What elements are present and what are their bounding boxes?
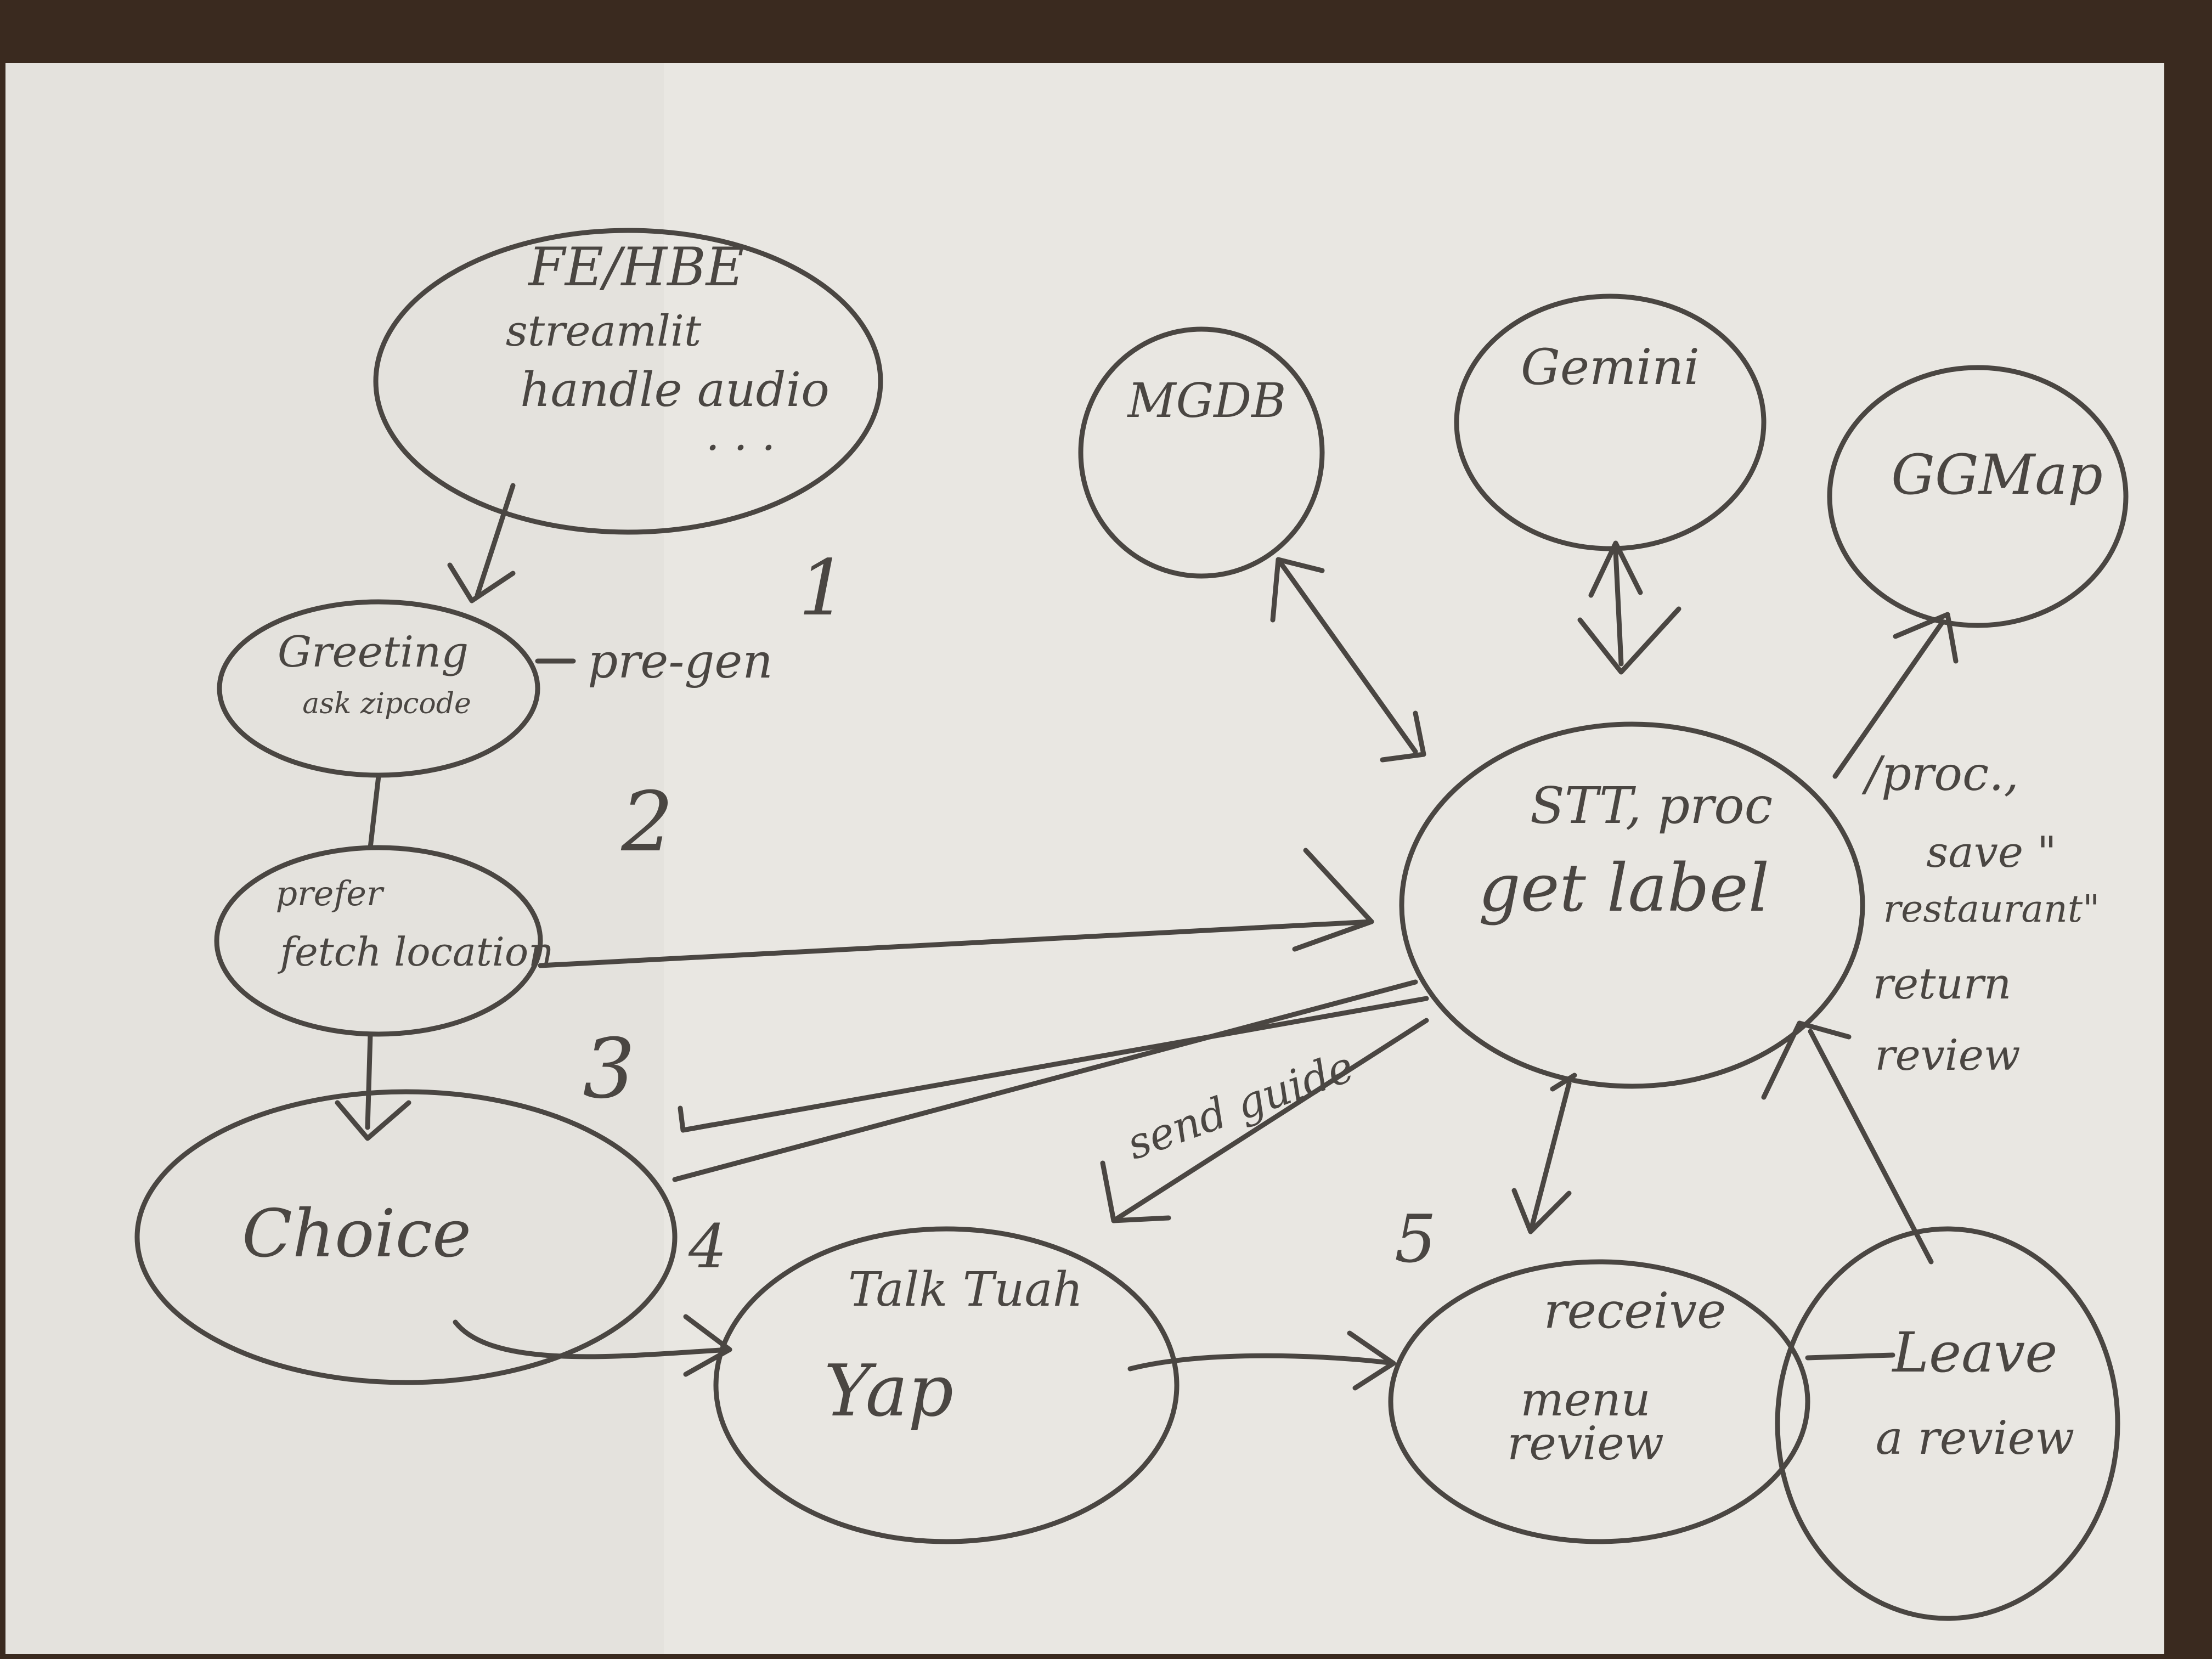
leave-label-line2: a review [1876, 1411, 2075, 1465]
step-number-4: 4 [688, 1211, 727, 1282]
fe-label-line4: . . . [706, 409, 775, 460]
fe-label-line2: streamlit [506, 307, 702, 356]
stt-label-line2: get label [1479, 850, 1769, 927]
receive-label-line3: review [1507, 1417, 1664, 1470]
choice-label: Choice [242, 1196, 471, 1272]
step-number-3: 3 [583, 1022, 635, 1117]
gemini-label: Gemini [1521, 338, 1700, 396]
step-number-2: 2 [620, 775, 673, 870]
mgdb-label: MGDB [1127, 374, 1286, 428]
greeting-label-line1: Greeting [278, 628, 469, 677]
step-number-1: 1 [798, 544, 847, 633]
stt-label-line1: STT, proc [1530, 776, 1773, 835]
fe-label-line1: FE/HBE [527, 236, 744, 298]
step-number-5: 5 [1395, 1201, 1436, 1278]
greeting-side-note: pre-gen [588, 634, 772, 689]
talk-label-line2: Yap [824, 1349, 953, 1432]
greeting-label-line2: ask zipcode [302, 687, 471, 720]
board-shading [5, 63, 664, 1654]
edge-receive-leave [1808, 1355, 1893, 1358]
ggmap-label: GGMap [1891, 443, 2103, 507]
right-note-line2: save " [1926, 828, 2056, 877]
prefer-label-line1: prefer [275, 873, 385, 913]
edge-prefer-choice [368, 1034, 370, 1127]
prefer-label-line2: fetch location [277, 929, 554, 975]
right-note-line1: /proc., [1861, 747, 2019, 802]
leave-label-line1: Leave [1892, 1321, 2058, 1385]
right-note-line4: return [1873, 960, 2012, 1009]
talk-label-line1: Talk Tuah [848, 1262, 1083, 1317]
right-note-line3: restaurant" [1883, 888, 2100, 931]
right-note-line5: review [1875, 1031, 2020, 1080]
fe-label-line3: handle audio [520, 363, 830, 417]
receive-label-line1: receive [1544, 1282, 1726, 1340]
